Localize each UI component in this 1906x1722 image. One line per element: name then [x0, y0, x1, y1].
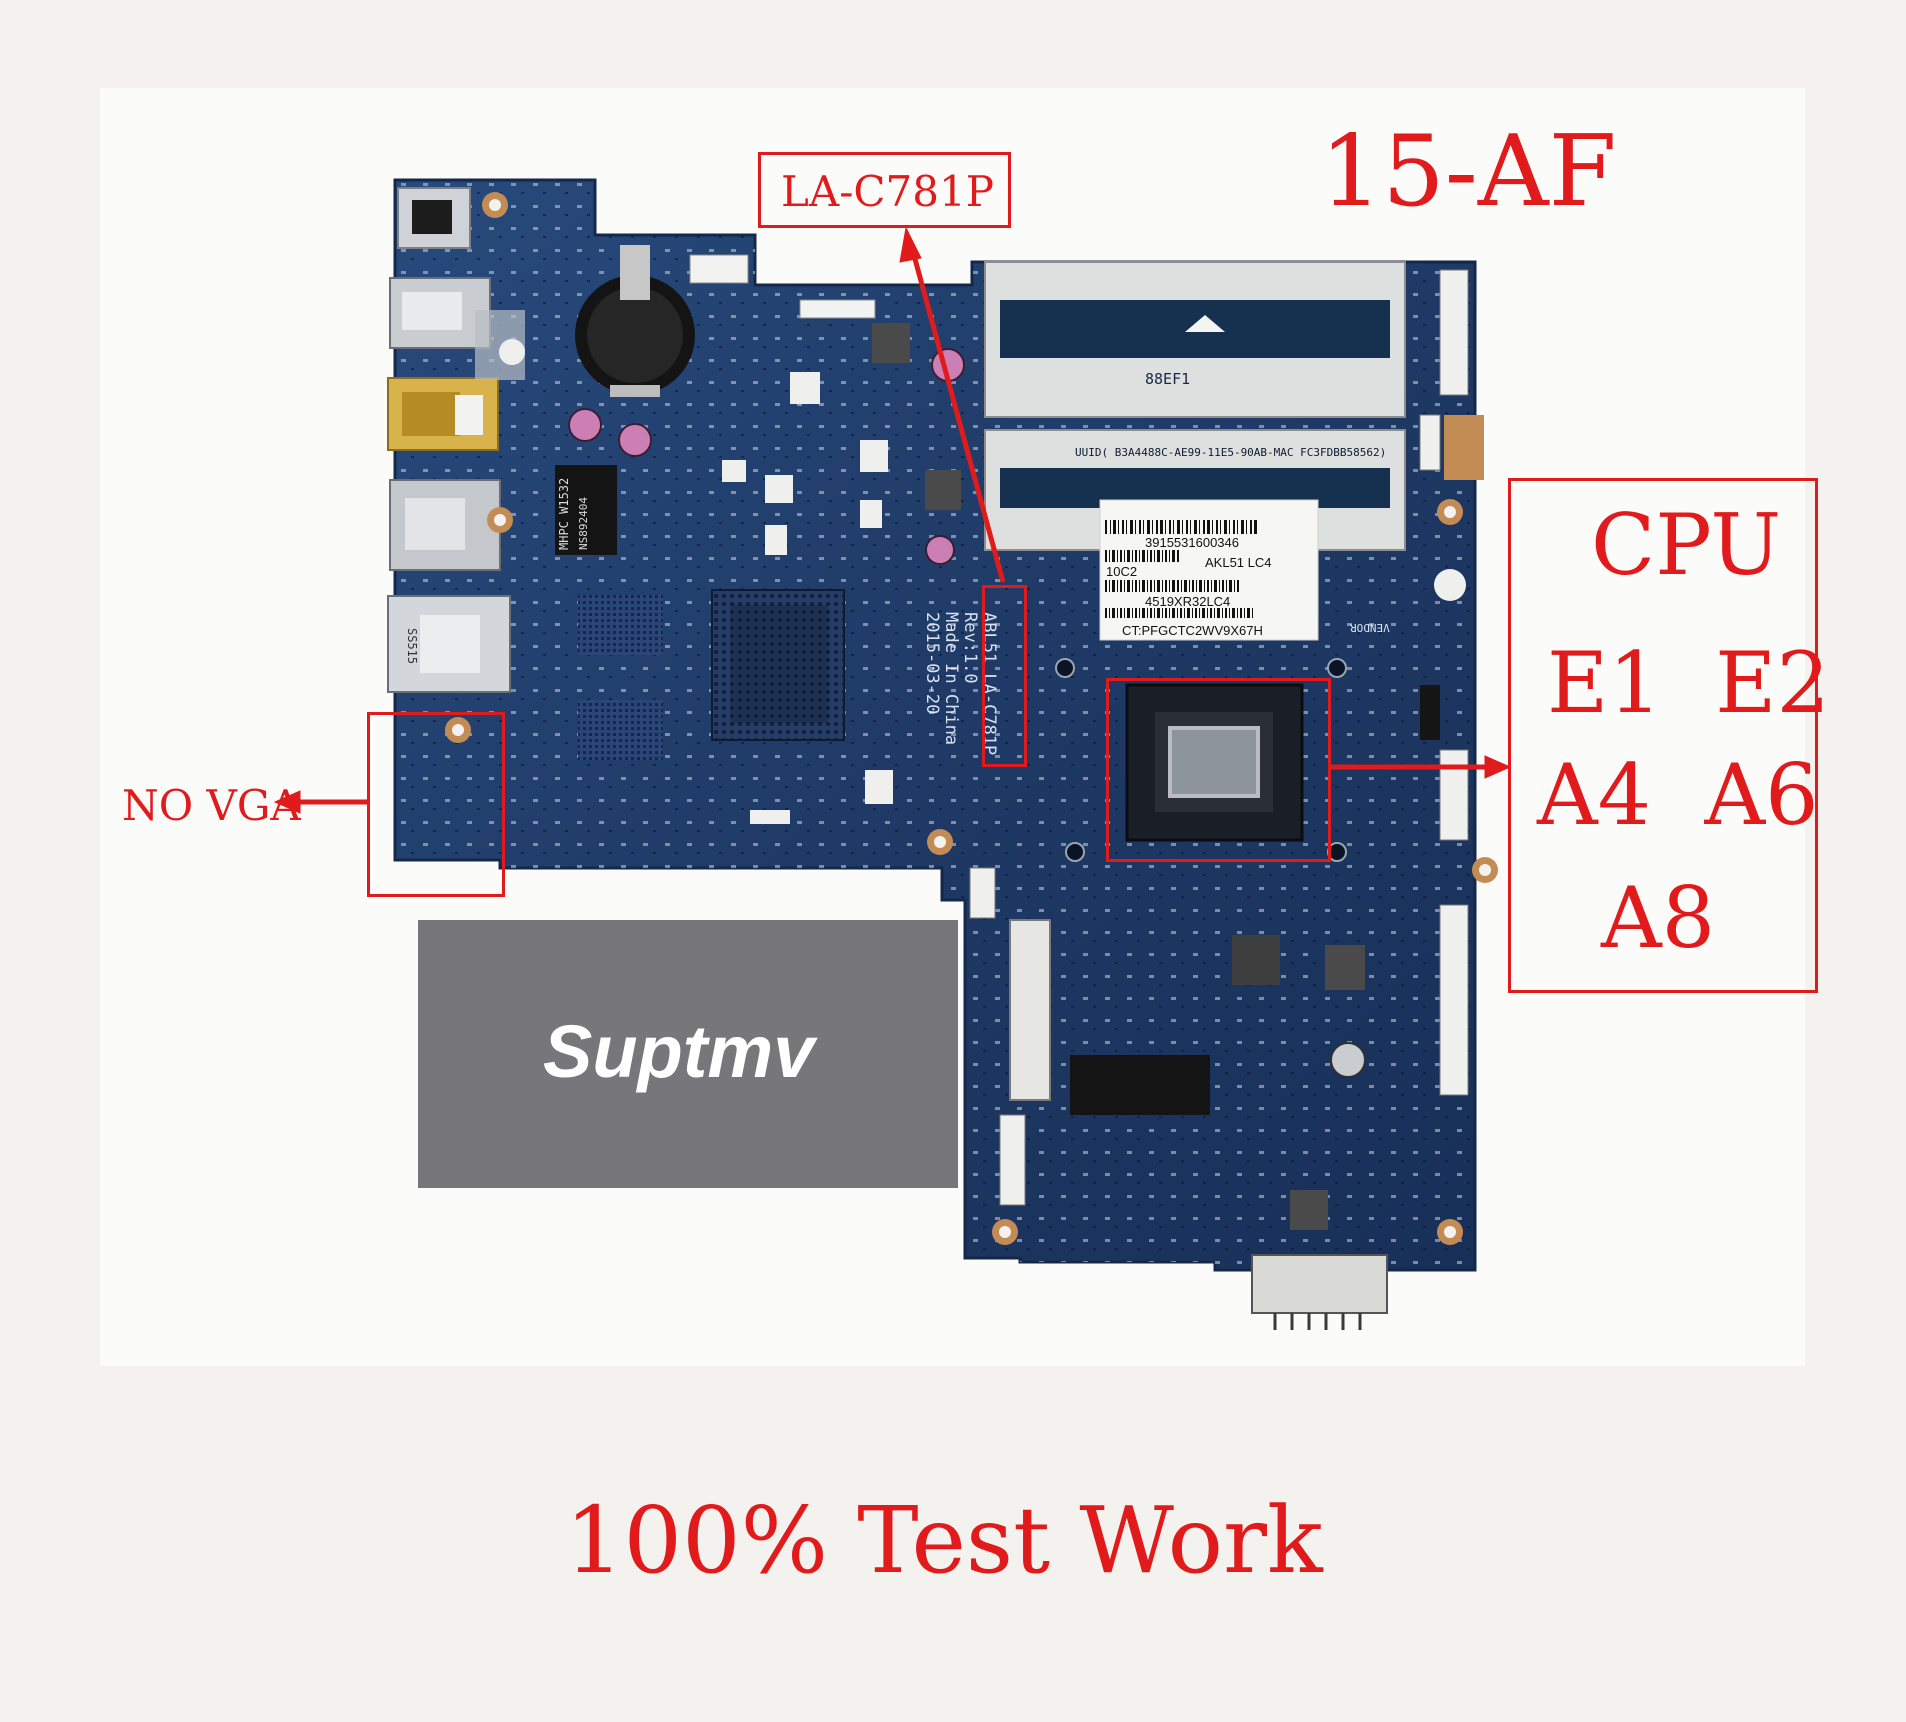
cpu-options-box: CPU E1 E2 A4 A6 A8 — [1508, 478, 1830, 993]
silkscreen-revision: Rev:1.0 — [960, 612, 980, 684]
cpu-row-2: A4 A6 — [1537, 746, 1819, 844]
model-title: 15-AF — [1320, 115, 1617, 229]
no-vga-label: NO VGA — [122, 781, 301, 830]
uuid-label: UUID( B3A4488C-AE99-11E5-90AB-MAC FC3FDB… — [1075, 446, 1387, 459]
board-code-label: LA-C781P — [781, 167, 994, 216]
footer-caption: 100% Test Work — [565, 1487, 1323, 1594]
port-mark: SS515 — [405, 628, 419, 665]
silkscreen-date: 2015-03-20 — [922, 612, 942, 715]
silkscreen-origin: Made In China — [941, 612, 961, 746]
cpu-highlight-box — [1106, 678, 1331, 862]
vendor-silkscreen: VENDOR — [1350, 621, 1390, 634]
ram-slot-mark: 88EF1 — [1145, 370, 1191, 388]
silkscreen-highlight-box — [982, 585, 1027, 767]
lan-chip-mark: MHPC W1532 — [557, 477, 571, 550]
barcode-line-2b: AKL51 LC4 — [1205, 555, 1272, 570]
cpu-row-3: A8 — [1601, 869, 1716, 967]
barcode-line-3: 4519XR32LC4 — [1145, 594, 1231, 609]
board-code-box: LA-C781P — [758, 152, 1011, 228]
barcode-line-4: CT:PFGCTC2WV9X67H — [1122, 623, 1263, 638]
cpu-title: CPU — [1591, 496, 1782, 594]
brand-sticker-text: Suptmv — [543, 1010, 815, 1093]
cpu-row-1: E1 E2 — [1547, 634, 1830, 732]
barcode-line-2a: 10C2 — [1106, 564, 1138, 579]
barcode-line-1: 3915531600346 — [1145, 535, 1239, 550]
lan-chip-mark-2: NS892404 — [577, 497, 590, 550]
vga-area-box — [367, 712, 505, 897]
brand-sticker: Suptmv — [418, 920, 958, 1188]
